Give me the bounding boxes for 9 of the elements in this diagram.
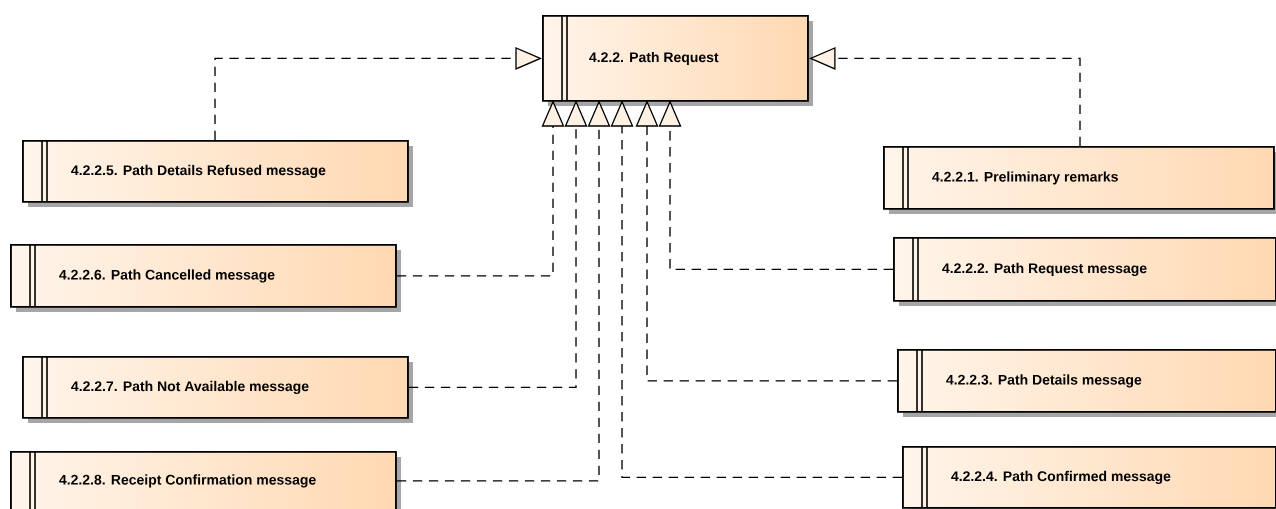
section-box: 4.2.2.8. Receipt Confirmation message: [10, 450, 401, 509]
section-box: 4.2.2.3. Path Details message: [897, 348, 1276, 417]
section-box: 4.2.2.2. Path Request message: [893, 236, 1276, 306]
section-box: 4.2.2.6. Path Cancelled message: [10, 243, 401, 312]
section-box: 4.2.2. Path Request: [542, 14, 813, 106]
section-box: 4.2.2.5. Path Details Refused message: [22, 139, 413, 207]
section-box: 4.2.2.4. Path Confirmed message: [902, 445, 1276, 509]
section-box: 4.2.2.7. Path Not Available message: [22, 355, 413, 423]
section-box: 4.2.2.1. Preliminary remarks: [883, 145, 1276, 214]
